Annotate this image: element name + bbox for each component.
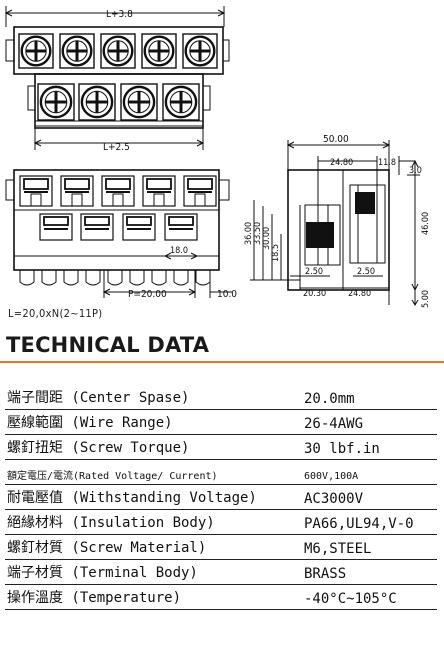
dim-24-80-top: 24.80	[330, 158, 353, 168]
terminal-clamp	[164, 213, 198, 241]
spec-value: BRASS	[304, 566, 347, 582]
terminal-clamp	[60, 175, 94, 207]
screw-icon	[78, 83, 116, 121]
spec-row: 螺釘材質 (Screw Material) M6,STEEL	[5, 535, 437, 560]
dim-2-50-b: 2.50	[357, 267, 375, 277]
pcb-pin	[63, 270, 79, 286]
dim-33-5: 33.50	[253, 222, 263, 245]
spec-value: 600V,100A	[304, 471, 359, 482]
spec-label: 操作溫度 (Temperature)	[7, 590, 182, 606]
dim-top-pitch: L+3.8	[106, 9, 133, 20]
screw-icon	[100, 33, 136, 69]
spec-row: 螺釘扭矩 (Screw Torque) 30 lbf.in	[5, 435, 437, 460]
spec-label: 壓線範圍 (Wire Range)	[7, 415, 173, 431]
dim-pitch-p: P=20.00	[128, 289, 167, 300]
spec-label: 絕緣材料 (Insulation Body)	[7, 515, 215, 531]
spec-label: 端子間距 (Center Spase)	[7, 390, 190, 406]
pcb-pin	[195, 270, 211, 286]
spec-table: 端子間距 (Center Spase) 20.0mm 壓線範圍 (Wire Rang…	[5, 385, 437, 610]
dim-11-8: 11.8	[378, 158, 396, 168]
spec-row: 壓線範圍 (Wire Range) 26-4AWG	[5, 410, 437, 435]
spec-row: 絕緣材料 (Insulation Body) PA66,UL94,V-0	[5, 510, 437, 535]
pcb-pin	[41, 270, 57, 286]
pcb-pin	[129, 270, 145, 286]
spec-row: 額定電压/電流(Rated Voltage/ Current) 600V,100A	[5, 460, 437, 485]
pcb-pin	[85, 270, 101, 286]
pcb-pin	[151, 270, 167, 286]
spec-row: 操作溫度 (Temperature) -40°C~105°C	[5, 585, 437, 610]
screw-icon	[182, 33, 218, 69]
screw-icon	[141, 33, 177, 69]
pcb-pin	[19, 270, 35, 286]
screw-icon	[59, 33, 95, 69]
screw-icon	[37, 83, 75, 121]
dim-36: 36.00	[244, 222, 254, 245]
spec-row: 端子材質 (Terminal Body) BRASS	[5, 560, 437, 585]
dim-width-50: 50.00	[323, 134, 349, 145]
spec-value: M6,STEEL	[304, 541, 372, 557]
spec-label: 螺釘扭矩 (Screw Torque)	[7, 440, 190, 456]
screw-icon	[120, 83, 158, 121]
dim-side-18: 18.0	[170, 246, 188, 256]
dim-46: 46.00	[421, 212, 431, 235]
terminal-clamp	[80, 213, 114, 241]
dim-24-80-bot: 24.80	[348, 289, 371, 299]
spec-label: 耐電壓值 (Withstanding Voltage)	[7, 490, 257, 506]
pitch-formula: L=20,0xN(2~11P)	[8, 307, 103, 320]
spec-row: 端子間距 (Center Spase) 20.0mm	[5, 385, 437, 410]
heading-underline	[0, 361, 444, 363]
terminal-clamp	[183, 175, 217, 207]
terminal-clamp	[19, 175, 53, 207]
spec-row: 耐電壓值 (Withstanding Voltage) AC3000V	[5, 485, 437, 510]
section-heading: TECHNICAL DATA	[6, 333, 210, 357]
pcb-pin	[107, 270, 123, 286]
spec-label: 額定電压/電流(Rated Voltage/ Current)	[7, 471, 218, 482]
dim-3-0: 3.0	[409, 166, 422, 176]
dim-18-5: 18.5	[271, 244, 281, 262]
spec-value: PA66,UL94,V-0	[304, 516, 414, 532]
terminal-clamp	[101, 175, 135, 207]
spec-label: 端子材質 (Terminal Body)	[7, 565, 198, 581]
technical-drawing: L+3.8 L+2.5 P=20.00 18.0 10.0 50.00 24.8…	[4, 6, 431, 308]
spec-value: 26-4AWG	[304, 416, 364, 432]
spec-label: 螺釘材質 (Screw Material)	[7, 540, 207, 556]
dim-5: 5.00	[421, 290, 431, 308]
screw-icon	[18, 33, 54, 69]
dim-bottom-10: 10.0	[217, 289, 237, 300]
terminal-clamp	[39, 213, 73, 241]
spec-value: 30 lbf.in	[304, 441, 380, 457]
pcb-pin	[173, 270, 189, 286]
terminal-clamp	[142, 175, 176, 207]
dim-30: 30.00	[262, 227, 272, 250]
terminal-clamp	[122, 213, 156, 241]
spec-value: AC3000V	[304, 491, 364, 507]
dim-2-50-a: 2.50	[305, 267, 323, 277]
screw-icon	[162, 83, 200, 121]
dim-20-30: 20.30	[303, 289, 326, 299]
spec-value: -40°C~105°C	[304, 591, 397, 607]
spec-value: 20.0mm	[304, 391, 355, 407]
dim-mid-pitch: L+2.5	[103, 142, 130, 153]
